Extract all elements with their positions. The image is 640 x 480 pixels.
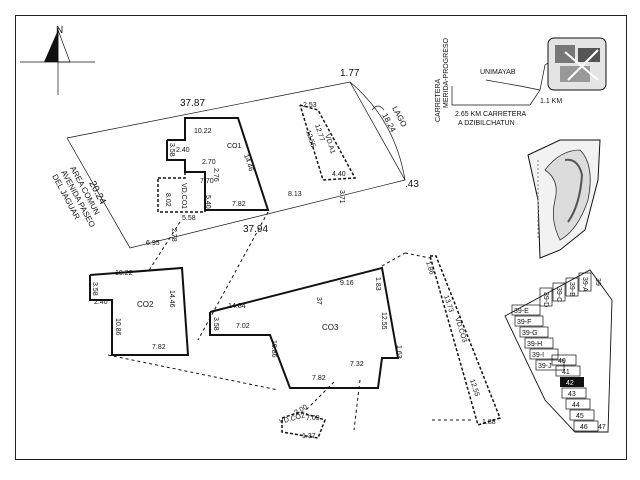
corner-br-dim: .43 bbox=[405, 179, 419, 190]
co3-label: CO3 bbox=[322, 323, 339, 332]
vdco3-outline bbox=[429, 255, 501, 426]
dimension-label: 10.86 bbox=[270, 340, 277, 358]
dimension-label: 10.22 bbox=[194, 128, 212, 135]
dimension-label: 39-I bbox=[532, 352, 544, 359]
dimension-label: 8.02 bbox=[164, 193, 171, 207]
dimension-label: 47 bbox=[598, 424, 606, 431]
dimension-label: 39-G bbox=[522, 330, 538, 337]
location-map: CARRETERA MERIDA-PROGRESO UNIMAYAB 1.1 K… bbox=[435, 37, 607, 127]
north-label: N bbox=[56, 25, 63, 36]
dimension-label: 2.76 bbox=[212, 168, 219, 182]
dimension-label: 14.46 bbox=[242, 153, 254, 172]
dimension-label: 6.95 bbox=[146, 240, 160, 247]
dimension-label: 39-B bbox=[568, 282, 575, 297]
dimension-label: 10.86 bbox=[114, 318, 121, 336]
dimension-label: 12.55 bbox=[304, 129, 316, 148]
dimension-label: 3.71 bbox=[338, 190, 345, 204]
dimension-label: 39-F bbox=[517, 319, 531, 326]
dimension-label: 1.37 bbox=[302, 433, 316, 440]
dimension-label: 39-E bbox=[514, 308, 529, 315]
km-label: 1.1 KM bbox=[540, 98, 562, 105]
avenue-label: AREA COMUN AVENIDA PASEO DEL JAGUAR bbox=[50, 165, 101, 229]
dimension-label: 45 bbox=[576, 413, 584, 420]
dimension-label: 14.46 bbox=[168, 290, 175, 308]
co1-label: CO1 bbox=[227, 143, 242, 150]
connector-lines bbox=[107, 211, 474, 431]
dimension-label: 7.09 bbox=[306, 415, 320, 422]
dimension-label: 39-H bbox=[527, 341, 542, 348]
dimension-label: 3.58 bbox=[91, 282, 98, 296]
dimension-label: 12.55 bbox=[380, 312, 387, 330]
dimension-label: 7.82 bbox=[152, 344, 166, 351]
dimension-label: 14.84 bbox=[228, 303, 246, 310]
lot-detail: 39-E 39-F 39-G 39-H 39-I 39-J 40 41 42 4… bbox=[504, 269, 613, 433]
dimension-label: 5.40 bbox=[204, 195, 211, 209]
dimension-label: 1.63 bbox=[395, 345, 402, 359]
dimension-label: 46 bbox=[580, 424, 588, 431]
dimension-label: 39-C bbox=[555, 287, 562, 302]
dimension-label: 7.82 bbox=[312, 375, 326, 382]
unit-co2-outline bbox=[89, 266, 190, 356]
dimension-label: 8.13 bbox=[288, 191, 302, 198]
road-label-2a: 2.65 KM CARRETERA bbox=[455, 111, 527, 118]
dimension-label: 4.40 bbox=[332, 171, 346, 178]
dimension-label: 39-J bbox=[538, 363, 552, 370]
drawing-frame bbox=[15, 15, 627, 460]
dimension-label: 2.40 bbox=[176, 147, 190, 154]
dimension-label: 44 bbox=[572, 402, 580, 409]
vdco1-outline bbox=[157, 171, 206, 213]
dimension-label: 7.70 bbox=[200, 178, 214, 185]
dimension-label: 12.55 bbox=[468, 378, 480, 397]
road-label-1a: CARRETERA bbox=[435, 78, 442, 122]
vdco1-label: VD.CO1 bbox=[180, 183, 187, 209]
dimension-label: 37 bbox=[315, 297, 322, 305]
dimension-label: 2.78 bbox=[170, 228, 177, 242]
property-outline bbox=[66, 81, 406, 249]
road-label-1b: MERIDA-PROGRESO bbox=[443, 37, 450, 108]
dimension-label: 3.58 bbox=[212, 317, 219, 331]
north-arrow-icon: N bbox=[20, 25, 95, 95]
lot-grid bbox=[511, 272, 599, 432]
dimension-label: 39-A bbox=[581, 277, 588, 292]
dimension-label: 7.32 bbox=[350, 361, 364, 368]
road-label-2b: A DZIBILCHATUN bbox=[458, 120, 515, 127]
dimension-label: 40 bbox=[558, 358, 566, 365]
edge-bottom-dim: 37.94 bbox=[243, 224, 268, 235]
corner-tr-dim: 1.77 bbox=[340, 68, 360, 79]
dimension-label: 7.82 bbox=[232, 201, 246, 208]
dimension-label: 42 bbox=[566, 380, 574, 387]
dimension-label: 1.86 bbox=[424, 260, 435, 275]
co2-label: CO2 bbox=[137, 300, 154, 309]
dimension-label: 2.70 bbox=[202, 159, 216, 166]
dimension-label: 7.02 bbox=[236, 323, 250, 330]
unimayab-label: UNIMAYAB bbox=[480, 69, 516, 76]
campus-icon bbox=[547, 37, 607, 91]
dimension-label: 2.53 bbox=[303, 102, 317, 109]
dimension-label: 41 bbox=[562, 369, 570, 376]
dimension-label: 1.83 bbox=[374, 277, 381, 291]
dimension-label: 1.88 bbox=[482, 419, 496, 426]
dimension-label: 5.58 bbox=[182, 215, 196, 222]
dimension-label: 3.58 bbox=[168, 143, 175, 157]
dimension-label: 43 bbox=[568, 391, 576, 398]
dimension-label: 39 bbox=[594, 278, 601, 286]
edge-top-dim: 37.87 bbox=[180, 98, 205, 109]
unit-co3-outline bbox=[209, 266, 400, 389]
dimension-label: 9.16 bbox=[340, 280, 354, 287]
villa-outline bbox=[299, 104, 357, 181]
dimension-label: 39-D bbox=[542, 292, 549, 307]
dimension-label: 10.22 bbox=[115, 270, 133, 277]
dimension-label: 2.40 bbox=[94, 299, 108, 306]
lake-symbol-icon bbox=[371, 105, 385, 111]
vdco2-outline bbox=[281, 411, 326, 439]
master-plan-map bbox=[527, 139, 601, 259]
